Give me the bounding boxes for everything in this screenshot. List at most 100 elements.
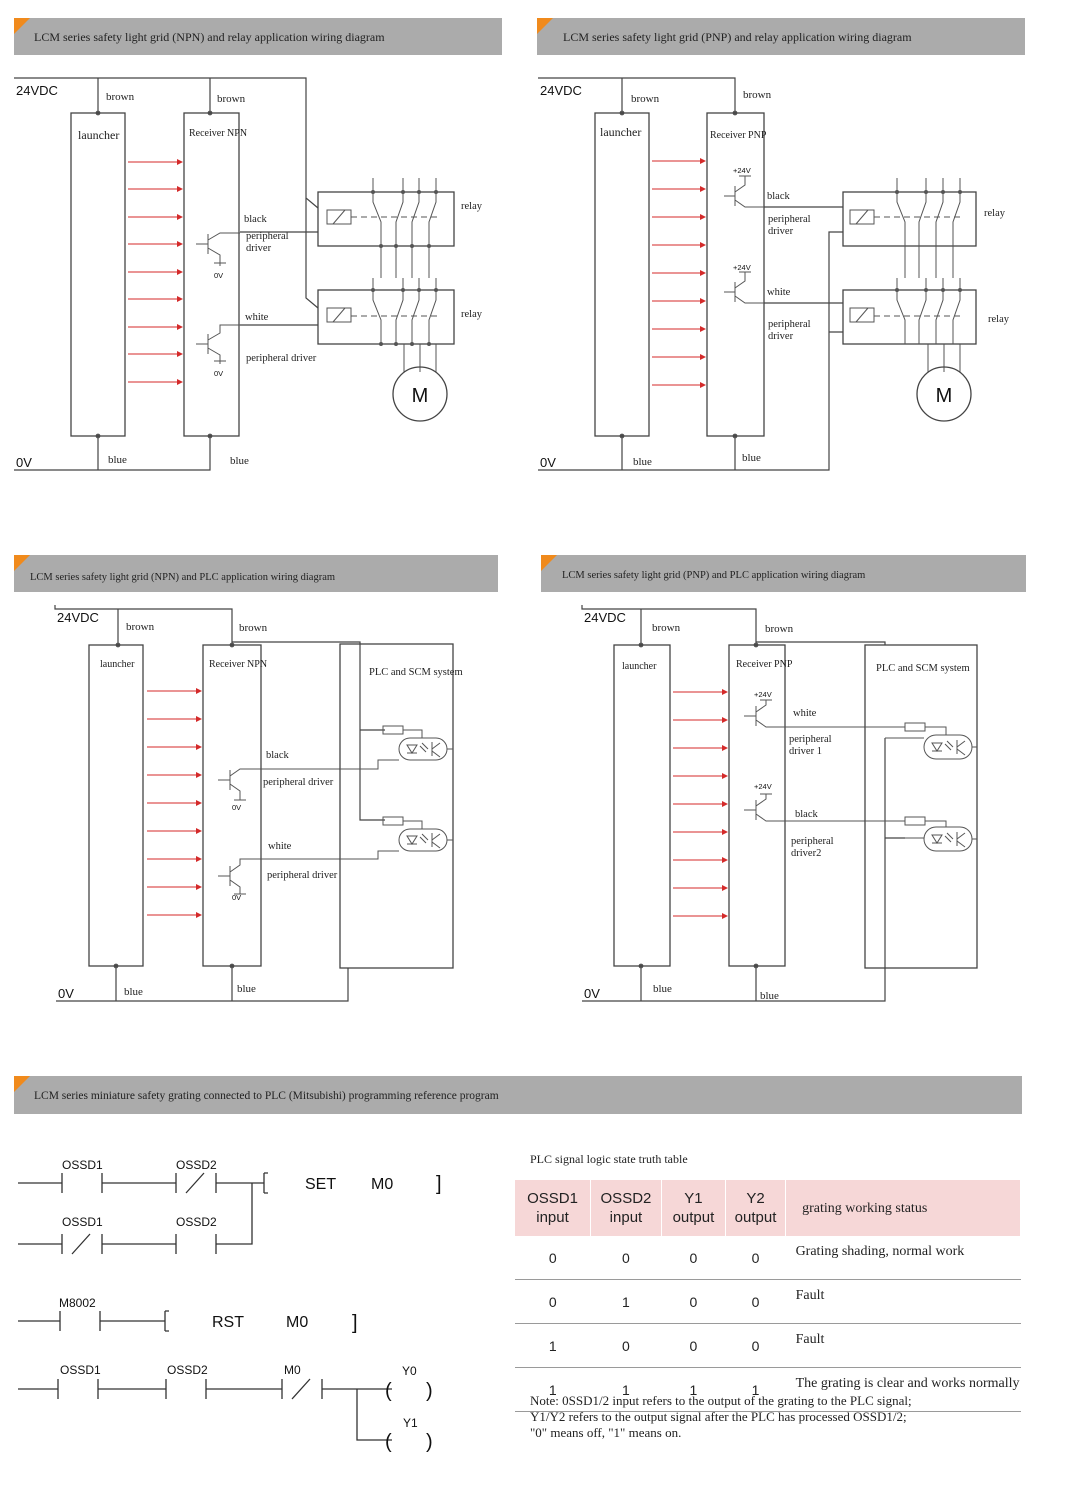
ladder-program: OSSD1 OSSD2 SET M0 ] OSSD1 OSSD2 M8002 R… xyxy=(18,1158,442,1453)
header-ladder: LCM series miniature safety grating conn… xyxy=(14,1076,1022,1114)
coil-y0-label: Y0 xyxy=(402,1364,417,1378)
cell-ossd1: 0 xyxy=(515,1236,591,1280)
peripheral-driver-label: peripheral driver xyxy=(246,353,317,364)
peripheral-driver-label: peripheral driver xyxy=(263,777,334,788)
relay-2 xyxy=(317,278,455,346)
wire-label-brown: brown xyxy=(126,621,155,633)
contact-ossd2-label: OSSD2 xyxy=(176,1215,217,1229)
note-line: "0" means off, "1" means on. xyxy=(530,1425,682,1440)
driver-label: driver xyxy=(768,226,794,237)
coil-y0-close: ) xyxy=(426,1380,433,1402)
receiver-label: Receiver PNP xyxy=(736,659,793,670)
driver-label: driver xyxy=(246,243,272,254)
plc-system-box: PLC and SCM system xyxy=(864,644,978,969)
table-row: 1 0 0 0 Fault xyxy=(515,1323,1021,1368)
contact-m8002-label: M8002 xyxy=(59,1296,96,1310)
motor-label: M xyxy=(936,385,953,407)
cell-status: Grating shading, normal work xyxy=(785,1236,1021,1280)
truth-table-title: PLC signal logic state truth table xyxy=(530,1152,688,1166)
header-pnp-relay-text: LCM series safety light grid (PNP) and r… xyxy=(563,30,912,44)
transistor-icon xyxy=(724,175,764,208)
label-0v: 0V xyxy=(58,986,74,1001)
header-npn-plc-text: LCM series safety light grid (NPN) and P… xyxy=(30,572,335,583)
driver2-label: driver2 xyxy=(791,848,821,859)
truth-table-note: Note: 0SSD1/2 input refers to the output… xyxy=(530,1393,912,1441)
plus24-label: +24V xyxy=(754,782,772,791)
wire-label-white: white xyxy=(793,708,817,719)
header-npn-relay-text: LCM series safety light grid (NPN) and r… xyxy=(34,30,385,44)
relay-label: relay xyxy=(984,208,1006,219)
transistor-icon xyxy=(218,858,340,895)
cell-y2: 0 xyxy=(725,1323,786,1368)
receiver-label: Receiver PNP xyxy=(710,130,767,141)
cell-ossd2: 1 xyxy=(590,1367,662,1412)
contact-ossd2-label: OSSD2 xyxy=(176,1158,217,1172)
cell-y2: 1 xyxy=(725,1367,786,1412)
cell-y1: 0 xyxy=(661,1279,726,1324)
label-24vdc: 24VDC xyxy=(57,610,99,625)
wire-label-blue: blue xyxy=(653,983,672,995)
cell-y2: 0 xyxy=(725,1236,786,1280)
relay-1 xyxy=(842,178,977,247)
plc-system-label: PLC and SCM system xyxy=(876,663,970,674)
light-rays xyxy=(673,689,728,919)
note-line: Y1/Y2 refers to the output signal after … xyxy=(530,1409,907,1424)
plus24-label: +24V xyxy=(733,263,751,272)
label-24vdc: 24VDC xyxy=(16,83,58,98)
receiver-box xyxy=(728,644,786,967)
motor-icon xyxy=(916,366,972,422)
wire-label-white: white xyxy=(767,287,791,298)
relay-label: relay xyxy=(461,201,483,212)
cell-ossd2: 1 xyxy=(590,1279,662,1324)
transistor-icon xyxy=(196,232,240,266)
wire-label-black: black xyxy=(795,809,818,820)
light-rays xyxy=(128,159,183,385)
launcher-label: launcher xyxy=(622,661,657,672)
cell-y2: 0 xyxy=(725,1279,786,1324)
peripheral-label: peripheral xyxy=(768,214,811,225)
wire-label-black: black xyxy=(266,750,289,761)
launcher-label: launcher xyxy=(100,659,135,670)
cell-status: The grating is clear and works normally xyxy=(785,1367,1021,1412)
light-rays xyxy=(147,688,202,918)
wire-label-brown: brown xyxy=(765,623,794,635)
launcher-label: launcher xyxy=(78,128,119,142)
plc-system-label: PLC and SCM system xyxy=(369,667,463,678)
note-line: Note: 0SSD1/2 input refers to the output… xyxy=(530,1393,912,1408)
wire-label-blue: blue xyxy=(237,983,256,995)
contact-m0-label: M0 xyxy=(284,1363,301,1377)
instruction-set-label: SET xyxy=(305,1176,336,1193)
wire-label-brown: brown xyxy=(652,622,681,634)
header-npn-plc: LCM series safety light grid (NPN) and P… xyxy=(14,555,498,592)
contact-ossd1-label: OSSD1 xyxy=(62,1158,103,1172)
relay-2 xyxy=(842,278,977,345)
cell-y1: 1 xyxy=(661,1367,726,1412)
header-pnp-plc: LCM series safety light grid (PNP) and P… xyxy=(541,555,1026,592)
header-pnp-plc-text: LCM series safety light grid (PNP) and P… xyxy=(562,570,865,581)
transistor-icon xyxy=(744,699,865,728)
relay-1 xyxy=(317,178,455,248)
operand-m0-label: M0 xyxy=(371,1176,393,1193)
wire-label-blue: blue xyxy=(633,456,652,468)
transistor-icon xyxy=(724,271,764,304)
transistor-icon xyxy=(196,324,240,364)
wire-label-white: white xyxy=(245,312,269,323)
header-pnp-relay: LCM series safety light grid (PNP) and r… xyxy=(537,18,1025,55)
wire-label-blue: blue xyxy=(124,986,143,998)
receiver-box xyxy=(202,644,262,967)
diagram-pnp-plc: 24VDC 0V brown brown blue blue launcher … xyxy=(581,605,978,1002)
instruction-rst-label: RST xyxy=(212,1314,244,1331)
receiver-box xyxy=(706,112,765,437)
cell-y1: 0 xyxy=(661,1236,726,1280)
col-status: grating working status xyxy=(785,1180,1021,1236)
coil-y1-open: ( xyxy=(385,1431,392,1453)
zero-v-label: 0V xyxy=(232,803,241,812)
peripheral-label: peripheral xyxy=(246,231,289,242)
table-row: 0 0 0 0 Grating shading, normal work xyxy=(515,1236,1021,1280)
transistor-icon xyxy=(744,793,865,822)
